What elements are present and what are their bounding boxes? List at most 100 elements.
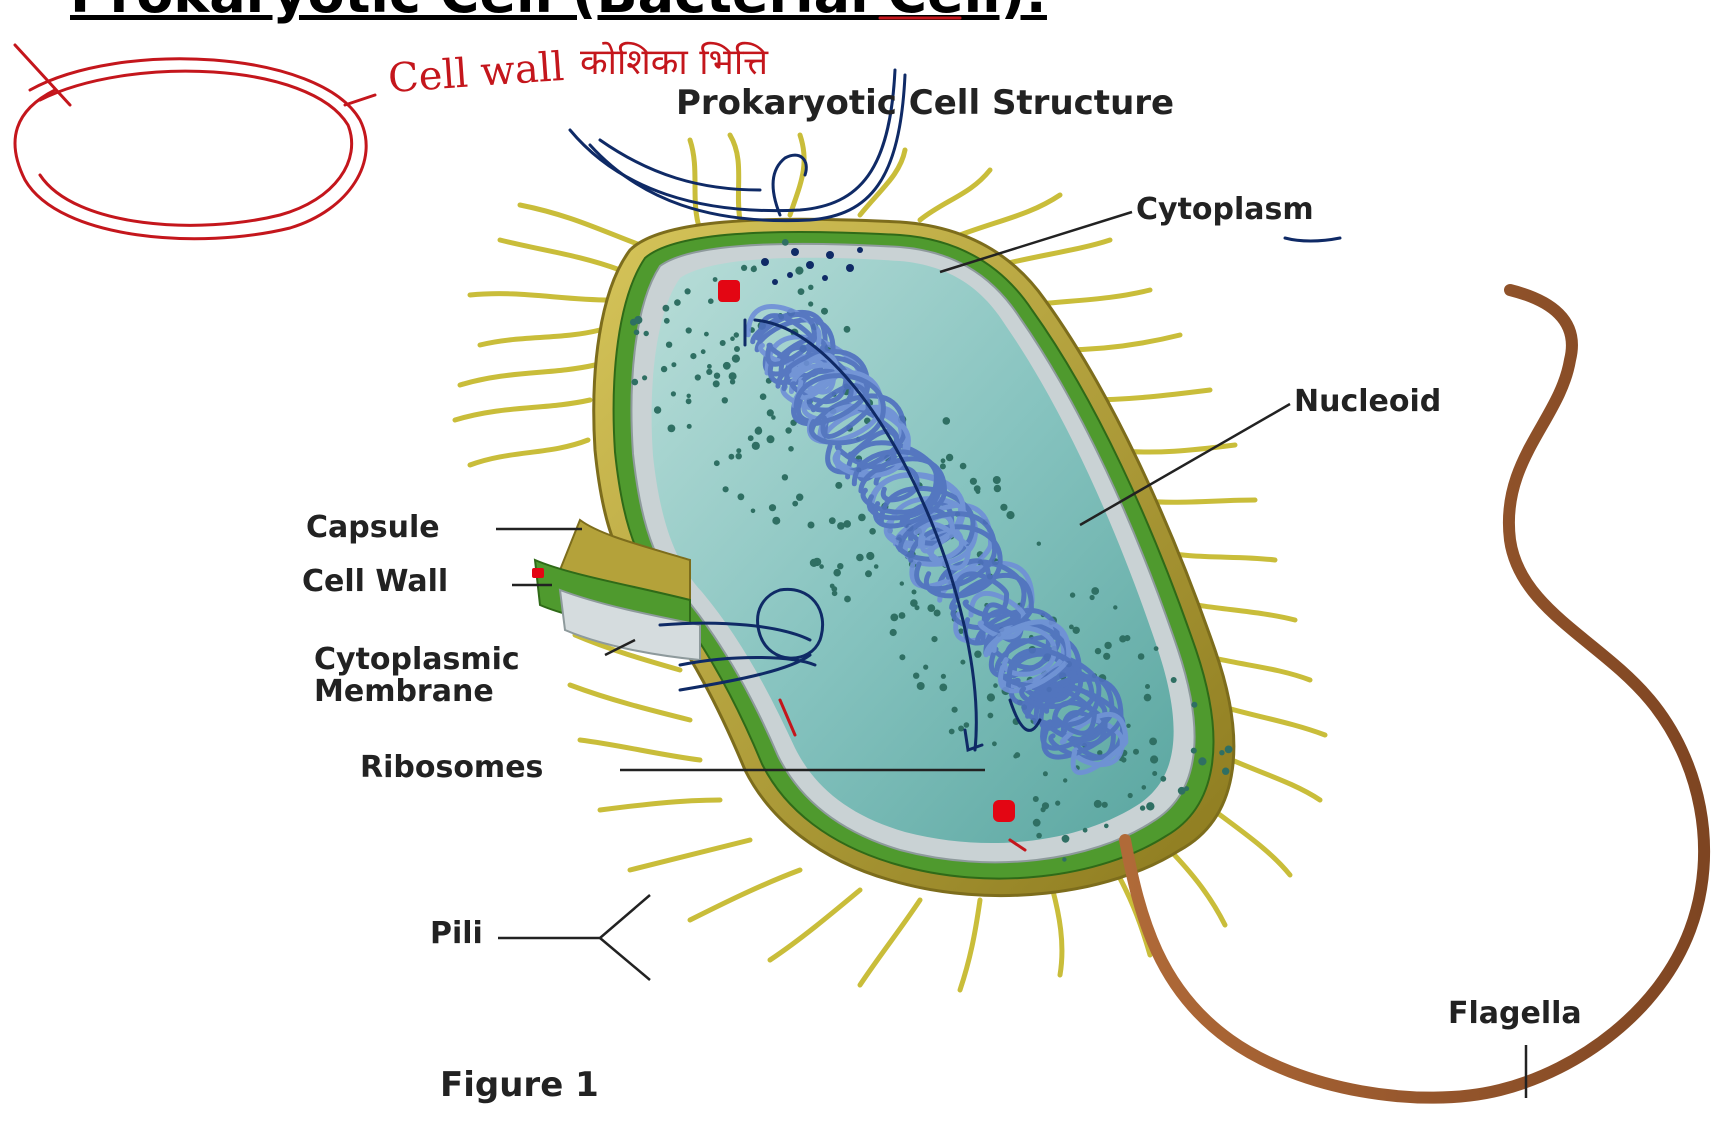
ribosome (1171, 677, 1177, 683)
ribosome (642, 375, 647, 380)
ribosome (899, 612, 906, 619)
ribosome (976, 489, 981, 494)
ribosome (1145, 684, 1150, 689)
ribosome (1090, 595, 1095, 600)
ribosome (874, 564, 879, 569)
ribosome (1006, 511, 1014, 519)
ribosome (960, 660, 965, 665)
ribosome (644, 331, 649, 336)
ribosome (1128, 793, 1133, 798)
ribosome (890, 614, 898, 622)
ribosome (771, 415, 776, 420)
ribosome (819, 564, 824, 569)
label-cytoplasm: Cytoplasm (1136, 194, 1314, 226)
ribosome (923, 665, 928, 670)
ribosome (634, 316, 642, 324)
ribosome (796, 494, 803, 501)
ribosome (994, 485, 1001, 492)
label-ribosomes: Ribosomes (360, 752, 543, 784)
diagram-heading: Prokaryotic Cell Structure (676, 86, 1174, 122)
ribosome (661, 366, 667, 372)
ribosome (1222, 768, 1229, 775)
ribosome (934, 610, 941, 617)
ribosome (788, 446, 794, 452)
ribosome (915, 605, 920, 610)
ribosome (833, 569, 841, 577)
ribosome (844, 596, 851, 603)
ribosome (1219, 750, 1224, 755)
ribosome (769, 504, 776, 511)
ribosome (913, 673, 919, 679)
ribosome (1191, 702, 1197, 708)
ribosome (1154, 646, 1159, 651)
ribosome (1146, 802, 1154, 810)
ribosome (708, 298, 714, 304)
ribosome (941, 674, 946, 679)
ribosome (706, 369, 712, 375)
ribosome (952, 707, 958, 713)
ribosome (939, 684, 947, 692)
ribosome (756, 427, 762, 433)
ribosome (835, 482, 842, 489)
ribosome (701, 349, 706, 354)
ribosome (713, 277, 718, 282)
ribosome (1014, 752, 1020, 758)
ribosome (1062, 835, 1070, 843)
ribosome (1191, 748, 1197, 754)
ribosome (993, 683, 998, 688)
ribosome (632, 379, 639, 386)
ribosome (958, 726, 964, 732)
ribosome (808, 285, 813, 290)
ribosome (912, 590, 917, 595)
ribosome (1140, 805, 1145, 810)
ribosome (792, 501, 798, 507)
ribosome (714, 460, 720, 466)
ribosome (992, 741, 997, 746)
ribosome (974, 651, 981, 658)
ribosome (856, 554, 864, 562)
ribosome (843, 520, 851, 528)
ribosome (714, 373, 720, 379)
label-flagella: Flagella (1448, 998, 1582, 1030)
ribosome (865, 570, 872, 577)
ribosome (741, 265, 747, 271)
ribosome (1095, 648, 1101, 654)
ribosome (1037, 542, 1041, 546)
ribosome (900, 581, 904, 585)
ribosome (654, 406, 661, 413)
ribosome (1070, 592, 1075, 597)
ribosome (1144, 694, 1152, 702)
label-pili: Pili (430, 918, 483, 950)
ribosome (943, 417, 951, 425)
ribosome (798, 288, 805, 295)
ribosome (722, 397, 728, 403)
handwritten-hindi-cell-wall: कोशिका भित्ति (580, 36, 768, 85)
ribosome (782, 474, 788, 480)
ribosome (1133, 749, 1139, 755)
ribosome (1225, 746, 1233, 754)
ribosome (738, 493, 745, 500)
ribosome (720, 340, 726, 346)
ribosome (760, 393, 767, 400)
ribosome (964, 722, 970, 728)
ribosome (1104, 824, 1109, 829)
ribosome (634, 330, 640, 336)
ribosome (829, 517, 836, 524)
ribosome (671, 391, 676, 396)
ribosome (732, 355, 740, 363)
ribosome (1113, 605, 1117, 609)
label-cytoplasmic-membrane-line2: Membrane (314, 676, 520, 708)
ribosome (752, 442, 760, 450)
ribosome (729, 454, 735, 460)
ribosome (866, 552, 874, 560)
ribosome (1103, 653, 1110, 660)
ribosome (1150, 755, 1158, 763)
ribosome (707, 364, 712, 369)
ribosome (899, 654, 905, 660)
ribosome (1042, 802, 1049, 809)
ribosome (837, 563, 843, 569)
ribosome (940, 463, 946, 469)
ribosome (736, 448, 741, 453)
label-cell-wall: Cell Wall (302, 566, 448, 598)
